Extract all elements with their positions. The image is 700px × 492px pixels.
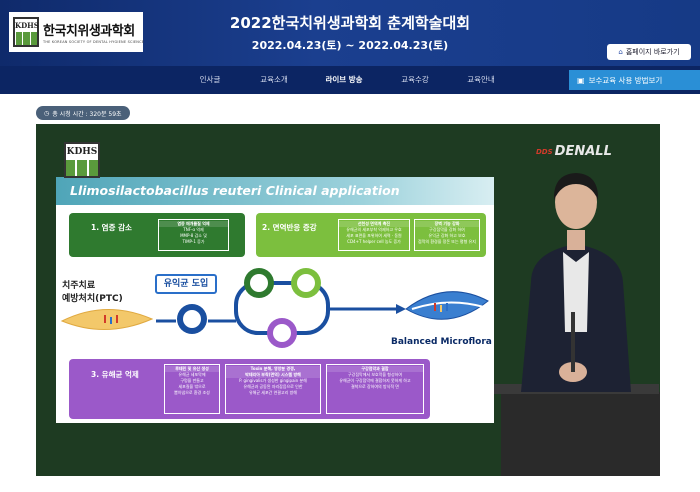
pathogen-box: 3. 유해균 억제 루테린 및 유산 생성 유해균 세포막에 구멍을 만들고 세… [69,359,430,419]
immunity-label: 2. 면역반응 증강 [262,223,317,232]
pathogen-sub2-head: Toxin 분해, 영양분 경쟁, 박테리아 부착(면역) 시스템 방해 [226,366,320,378]
pathogen-label: 3. 유해균 억제 [91,370,139,379]
inflammation-label: 1. 염증 감소 [91,223,132,232]
pathogen-sub1-body: 유해균 세포막에 구멍을 만들고 세포질을 밖으로 뽑아냄으로 환경 조성 [174,372,210,395]
slide-header: Llimosilactobacillus reuteri Clinical ap… [56,177,494,205]
clock-icon: ◷ [44,109,50,117]
pathogen-sub-1: 루테린 및 유산 생성 유해균 세포막에 구멍을 만들고 세포질을 밖으로 뽑아… [164,364,220,414]
slide-logo-text: KDHS [66,147,98,157]
balanced-microflora-label: Balanced Microflora [391,337,492,347]
presenter-figure [491,173,660,476]
logo-subtitle: THE KOREAN SOCIETY OF DENTAL HYGIENE SCI… [43,40,145,44]
pathogen-sub2-body: P. gingivalis가 생성한 gingipain 분해 유해균과 공동된… [239,378,307,395]
immunity-sub-2: 장벽 기능 강화 구강점막을 강화 하여 유익균 강화 하고 보호 점막의 환경… [414,219,480,251]
pathogen-sub1-head: 루테린 및 유산 생성 [165,366,219,372]
inflammation-sub-head: 염증 매개물질 억제 [159,221,228,227]
inflammation-box: 1. 염증 감소 염증 매개물질 억제 TNF-α 억제 MMP-8 감소 및 … [69,213,245,257]
homepage-button[interactable]: ⌂ 홈페이지 바로가기 [607,44,691,60]
slide-title: Llimosilactobacillus reuteri Clinical ap… [70,183,400,198]
usage-guide-label: 보수교육 사용 방법보기 [588,75,663,85]
presentation-slide: Llimosilactobacillus reuteri Clinical ap… [56,177,494,423]
slide-society-logo: KDHS [64,142,100,178]
nav-item-attend[interactable]: 교육수강 [401,75,429,84]
logo-title: 한국치위생과학회 [43,24,135,39]
brand-prefix: DDS [536,147,553,156]
conference-date: 2022.04.23(토) ~ 2022.04.23(토) [251,39,449,52]
pathogen-sub-2: Toxin 분해, 영양분 경쟁, 박테리아 부착(면역) 시스템 방해 P. … [225,364,321,414]
nav-item-guide[interactable]: 교육안내 [467,75,495,84]
logo-mark-text: KDHS [15,19,39,32]
pathogen-sub3-body: 구강점막에서 보호막을 형성하여 유해균이 구강점막에 결합하지 못하게 하고 … [339,372,411,389]
probiotic-tag: 유익균 도입 [155,274,217,294]
site-header: KDHS 한국치위생과학회 THE KOREAN SOCIETY OF DENT… [0,0,700,66]
immunity-sub1-body: 유해균의 세포부착 억제하고 우호 세포 표면을 포위하여 세력 · 동원 CD… [346,227,402,244]
immunity-sub-1: 선천성 면역계 촉진 유해균의 세포부착 억제하고 우호 세포 표면을 포위하여… [338,219,410,251]
pathogen-sub-3: 구강점막과 결합 구강점막에서 보호막을 형성하여 유해균이 구강점막에 결합하… [326,364,424,414]
inflammation-sub-body: TNF-α 억제 MMP-8 감소 및 TIMP-1 증가 [180,227,207,244]
home-icon: ⌂ [618,48,623,56]
left-label-2: 예방처치(PTC) [62,294,123,304]
left-label-1: 치주치료 [62,281,96,291]
immunity-sub2-body: 구강점막을 강화 하여 유익균 강화 하고 보호 점막의 환경을 정돈 또는 평… [418,227,476,244]
inflammation-sub: 염증 매개물질 억제 TNF-α 억제 MMP-8 감소 및 TIMP-1 증가 [158,219,229,251]
watch-time-badge: ◷ 총 시청 시간 : 320분 59초 [36,106,130,120]
nav-item-greeting[interactable]: 인사글 [199,75,221,84]
logo-mark-icon: KDHS [13,17,39,47]
nav-item-course-intro[interactable]: 교육소개 [260,75,288,84]
homepage-button-label: 홈페이지 바로가기 [625,48,680,56]
watch-time-label: 총 시청 시간 : 320분 59초 [52,110,122,118]
immunity-box: 2. 면역반응 증강 선천성 면역계 촉진 유해균의 세포부착 억제하고 우호 … [256,213,486,257]
pathogen-sub3-head: 구강점막과 결합 [327,366,423,372]
usage-guide-button[interactable]: ▣ 보수교육 사용 방법보기 [569,70,700,90]
brand-name: DENALL [554,144,612,159]
conference-title: 2022한국치위생과학회 춘계학술대회 [229,14,471,32]
microflora-diagram [60,268,489,348]
info-icon: ▣ [577,75,585,85]
nav-item-live[interactable]: 라이브 방송 [325,75,363,84]
immunity-sub2-head: 장벽 기능 강화 [415,221,479,227]
society-logo[interactable]: KDHS 한국치위생과학회 THE KOREAN SOCIETY OF DENT… [9,12,145,52]
immunity-sub1-head: 선천성 면역계 촉진 [339,221,409,227]
